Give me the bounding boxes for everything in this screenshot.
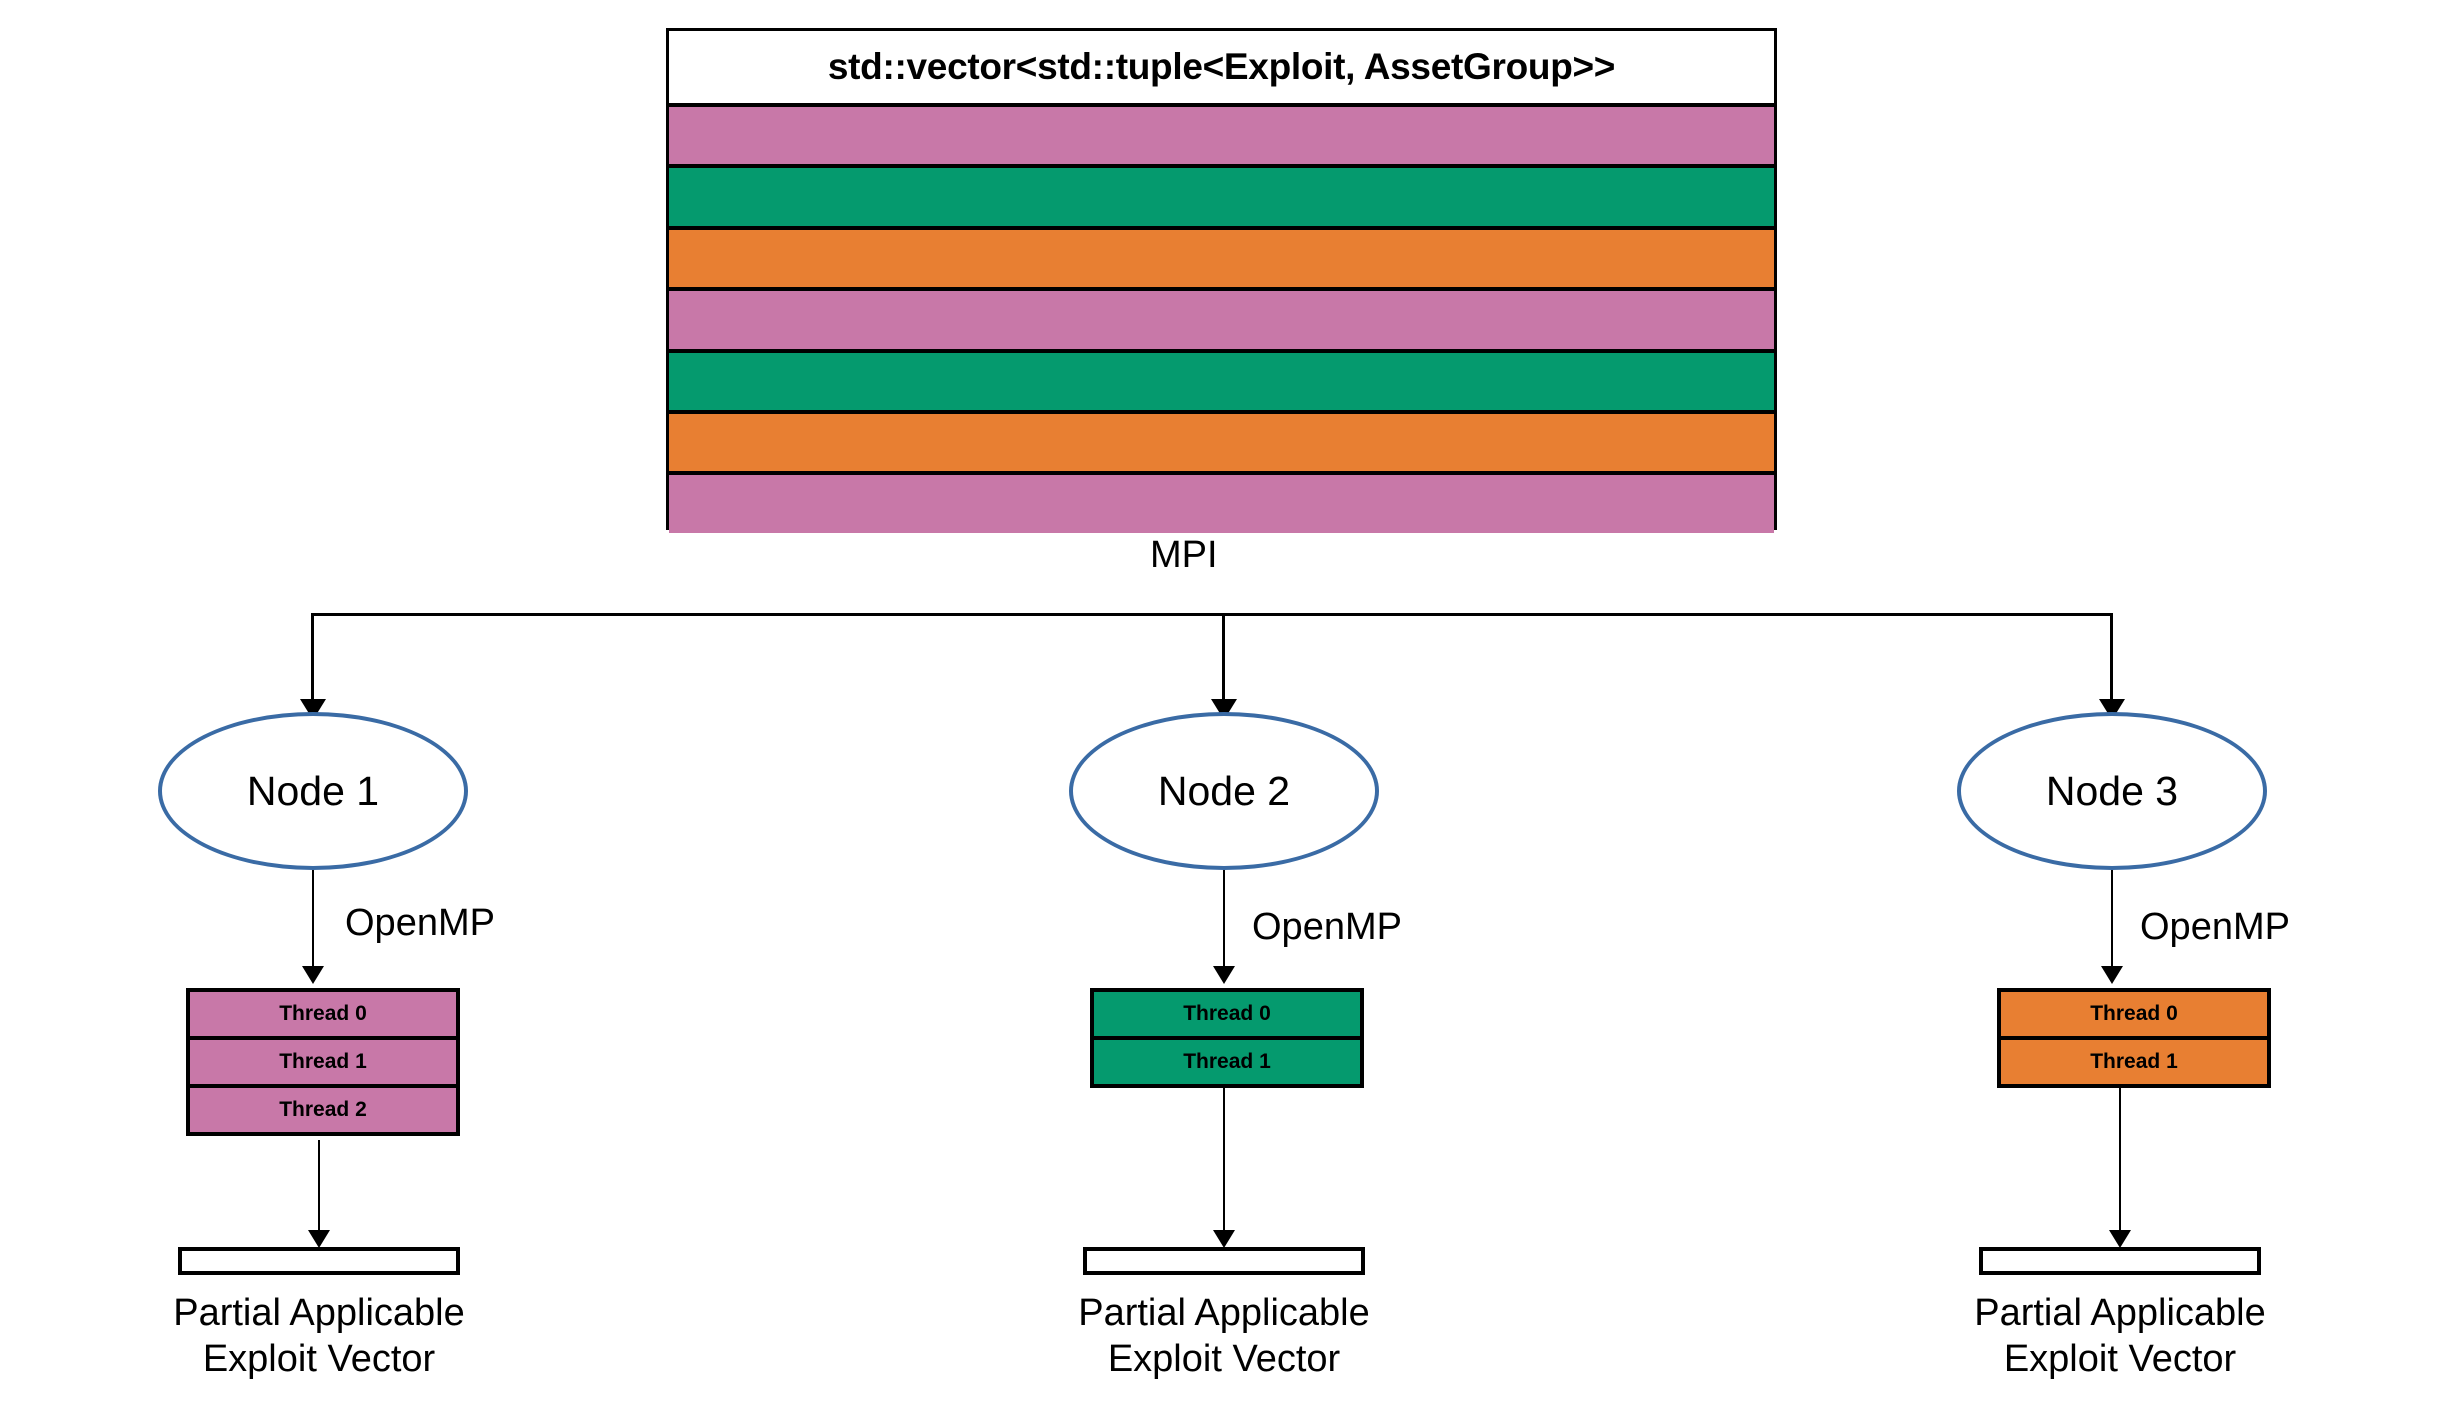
thread-label: Thread 0: [2090, 1002, 2178, 1025]
thread-label: Thread 1: [279, 1050, 367, 1073]
result-arrowhead-node-3: [2109, 1230, 2131, 1248]
thread-cell[interactable]: Thread 0: [190, 992, 456, 1040]
openmp-arrowhead-node-3: [2101, 966, 2123, 984]
vector-title: std::vector<std::tuple<Exploit, AssetGro…: [669, 31, 1774, 103]
vector-band: [669, 103, 1774, 165]
result-arrowhead-node-1: [308, 1230, 330, 1248]
vector-band: [669, 348, 1774, 410]
result-caption-node-3: Partial Applicable Exploit Vector: [1910, 1290, 2330, 1383]
thread-stack-node-3: Thread 0 Thread 1: [1997, 988, 2271, 1088]
openmp-line-node-1: [312, 870, 314, 970]
partial-exploit-vector-box-node-2: [1083, 1247, 1365, 1275]
partial-exploit-vector-box-node-3: [1979, 1247, 2261, 1275]
thread-label: Thread 2: [279, 1098, 367, 1121]
result-caption-line-2: Exploit Vector: [202, 1338, 436, 1381]
thread-stack-node-2: Thread 0 Thread 1: [1090, 988, 1364, 1088]
thread-label: Thread 0: [279, 1002, 367, 1025]
thread-cell[interactable]: Thread 1: [190, 1040, 456, 1088]
thread-cell[interactable]: Thread 1: [2001, 1040, 2267, 1084]
partial-exploit-vector-box-node-1: [178, 1247, 460, 1275]
openmp-line-node-3: [2111, 870, 2113, 970]
mpi-label: MPI: [1150, 534, 1218, 576]
vector-band: [669, 409, 1774, 472]
result-line-node-1: [318, 1140, 320, 1240]
thread-label: Thread 1: [1183, 1050, 1271, 1073]
mpi-bus-line: [311, 613, 2111, 616]
openmp-arrowhead-node-2: [1213, 966, 1235, 984]
result-caption-line-1: Partial Applicable: [1974, 1292, 2266, 1334]
result-caption-line-2: Exploit Vector: [2003, 1338, 2237, 1381]
thread-label: Thread 0: [1183, 1002, 1271, 1025]
node-label: Node 2: [1157, 767, 1291, 814]
vector-band: [669, 471, 1774, 533]
result-caption-node-2: Partial Applicable Exploit Vector: [1014, 1290, 1434, 1383]
thread-stack-node-1: Thread 0 Thread 1 Thread 2: [186, 988, 460, 1136]
openmp-label-node-2: OpenMP: [1252, 906, 1402, 948]
node-ellipse-node-2[interactable]: Node 2: [1069, 712, 1379, 870]
openmp-label-node-3: OpenMP: [2140, 906, 2290, 948]
vector-band: [669, 287, 1774, 349]
result-line-node-3: [2119, 1088, 2121, 1240]
node-ellipse-node-1[interactable]: Node 1: [158, 712, 468, 870]
thread-cell[interactable]: Thread 1: [1094, 1040, 1360, 1084]
result-line-node-2: [1223, 1088, 1225, 1240]
thread-cell[interactable]: Thread 0: [1094, 992, 1360, 1040]
vector-band-list: [669, 103, 1774, 533]
openmp-line-node-2: [1223, 870, 1225, 970]
mpi-branch-line-node-1: [311, 613, 314, 705]
openmp-label-node-1: OpenMP: [345, 902, 495, 944]
global-exploit-vector: std::vector<std::tuple<Exploit, AssetGro…: [666, 28, 1777, 533]
result-arrowhead-node-2: [1213, 1230, 1235, 1248]
openmp-arrowhead-node-1: [302, 966, 324, 984]
thread-cell[interactable]: Thread 0: [2001, 992, 2267, 1040]
result-caption-line-1: Partial Applicable: [173, 1292, 465, 1334]
thread-cell[interactable]: Thread 2: [190, 1088, 456, 1132]
result-caption-line-2: Exploit Vector: [1107, 1338, 1341, 1381]
node-label: Node 3: [2045, 767, 2179, 814]
vector-band: [669, 164, 1774, 226]
node-ellipse-node-3[interactable]: Node 3: [1957, 712, 2267, 870]
mpi-branch-line-node-2: [1222, 613, 1225, 705]
vector-band: [669, 225, 1774, 288]
thread-label: Thread 1: [2090, 1050, 2178, 1073]
result-caption-node-1: Partial Applicable Exploit Vector: [109, 1290, 529, 1383]
result-caption-line-1: Partial Applicable: [1078, 1292, 1370, 1334]
node-label: Node 1: [246, 767, 380, 814]
mpi-branch-line-node-3: [2110, 613, 2113, 705]
